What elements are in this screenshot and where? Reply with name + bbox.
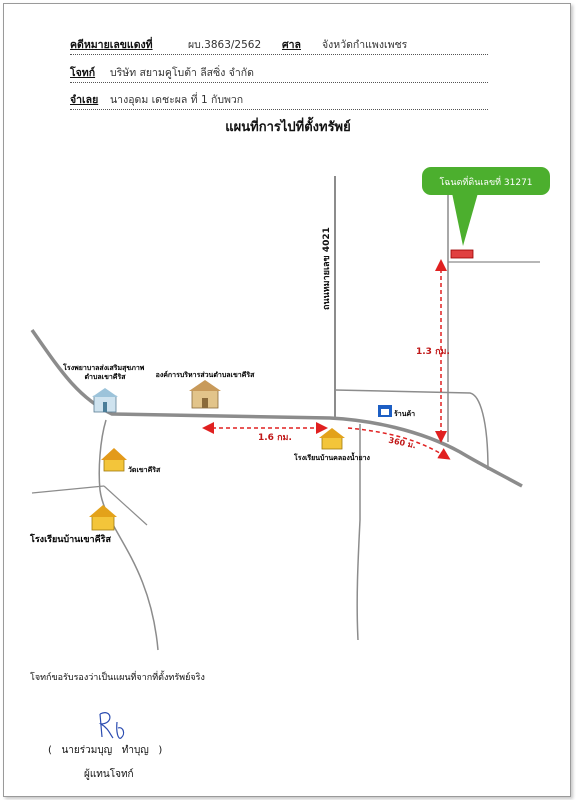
court-label: ศาล — [282, 39, 301, 51]
case-row: คดีหมายเลขแดงที่ ผบ.3863/2562 ศาล จังหวั… — [70, 38, 488, 55]
signature-mark — [98, 712, 125, 739]
distance-arrow-right — [347, 427, 451, 460]
property-marker — [450, 249, 474, 259]
plaintiff-row: โจทก์ บริษัท สยามคูโบต้า ลีสซิ่ง จำกัด — [70, 66, 488, 83]
hospital-icon — [92, 388, 118, 413]
defendant-value: นางอุดม เดชะผล ที่ 1 กับพวก — [110, 94, 244, 106]
sao-building-icon — [189, 380, 221, 409]
signer-role: ผู้แทนโจทก์ — [84, 769, 134, 780]
certification-text: โจทก์ขอรับรองว่าเป็นแผนที่จากที่ตั้งทรัพ… — [30, 673, 205, 683]
main-road — [30, 328, 523, 488]
defendant-row: จำเลย นางอุดม เดชะผล ที่ 1 กับพวก — [70, 93, 488, 110]
west-road — [31, 485, 105, 494]
deed-callout-text: โฉนดที่ดินเลขที่ 31271 — [439, 175, 532, 188]
south-road — [356, 424, 361, 641]
hospital-label: โรงพยาบาลส่งเสริมสุขภาพ ตำบลเขาคีริส — [62, 363, 147, 381]
southwest-road — [103, 485, 148, 526]
school-center-icon — [319, 428, 345, 450]
temple-label: วัดเขาคีริส — [128, 466, 161, 474]
hospital-label-line1: โรงพยาบาลส่งเสริมสุขภาพ — [62, 363, 145, 372]
distance-left-label: 1.6 กม. — [258, 433, 292, 443]
hospital-label-line2: ตำบลเขาคีริส — [84, 373, 126, 381]
school-left-icon — [89, 505, 117, 531]
branch-road-east — [334, 389, 489, 471]
school-left-label: โรงเรียนบ้านเขาคีริส — [29, 533, 111, 545]
map-title: แผนที่การไปที่ตั้งทรัพย์ — [225, 120, 351, 135]
plaintiff-label: โจทก์ — [70, 67, 96, 79]
case-label: คดีหมายเลขแดงที่ — [70, 39, 153, 51]
shop-label: ร้านค้า — [394, 409, 415, 418]
distance-right-label: 360 ม. — [388, 436, 417, 451]
road-4021-label: ถนนหมายเลข 4021 — [322, 227, 332, 310]
defendant-label: จำเลย — [70, 94, 99, 106]
temple-icon — [101, 448, 127, 472]
court-value: จังหวัดกำแพงเพชร — [322, 39, 408, 51]
sao-label: องค์การบริหารส่วนตำบลเขาคีริส — [156, 370, 255, 379]
shop-icon — [378, 405, 392, 417]
signer-name: ( นายร่วมบุญ ทำบุญ ) — [48, 745, 163, 756]
plaintiff-value: บริษัท สยามคูโบต้า ลีสซิ่ง จำกัด — [110, 67, 254, 79]
school-center-label: โรงเรียนบ้านคลองน้ำยาง — [293, 451, 370, 462]
case-value: ผบ.3863/2562 — [188, 39, 262, 51]
distance-vertical-label: 1.3 กม. — [416, 347, 450, 357]
temple-road — [98, 419, 159, 651]
deed-callout: โฉนดที่ดินเลขที่ 31271 — [422, 167, 550, 246]
